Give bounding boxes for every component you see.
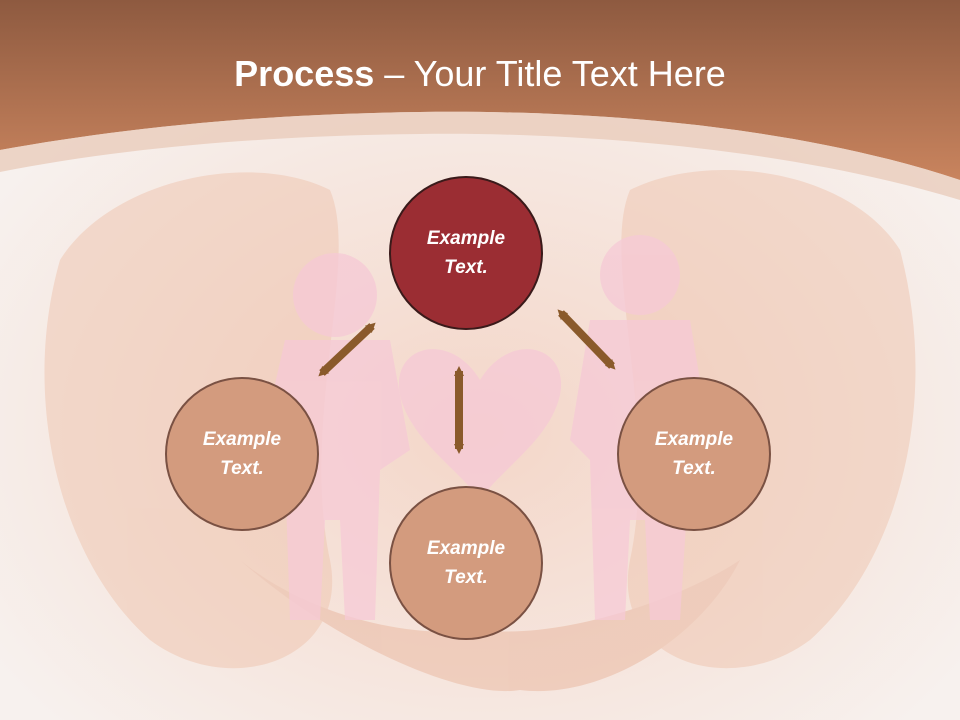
process-node-right: Example Text. bbox=[617, 377, 771, 531]
node-right-line1: Example bbox=[654, 429, 734, 450]
slide-title: Process – Your Title Text Here bbox=[0, 50, 960, 98]
node-left-line1: Example bbox=[202, 429, 282, 450]
node-bottom-line2: Text. bbox=[444, 567, 488, 588]
title-bold: Process bbox=[234, 53, 375, 94]
arrow-top-right bbox=[557, 309, 616, 370]
title-separator: – bbox=[374, 53, 414, 94]
node-right-line2: Text. bbox=[672, 458, 716, 479]
node-left-line2: Text. bbox=[220, 458, 264, 479]
title-rest: Your Title Text Here bbox=[413, 53, 726, 94]
process-node-bottom: Example Text. bbox=[389, 486, 543, 640]
process-node-left: Example Text. bbox=[165, 377, 319, 531]
node-top-line1: Example bbox=[426, 228, 506, 249]
arrow-top-left bbox=[318, 322, 376, 377]
process-node-top: Example Text. bbox=[389, 176, 543, 330]
node-bottom-line1: Example bbox=[426, 538, 506, 559]
node-top-line2: Text. bbox=[444, 257, 488, 278]
